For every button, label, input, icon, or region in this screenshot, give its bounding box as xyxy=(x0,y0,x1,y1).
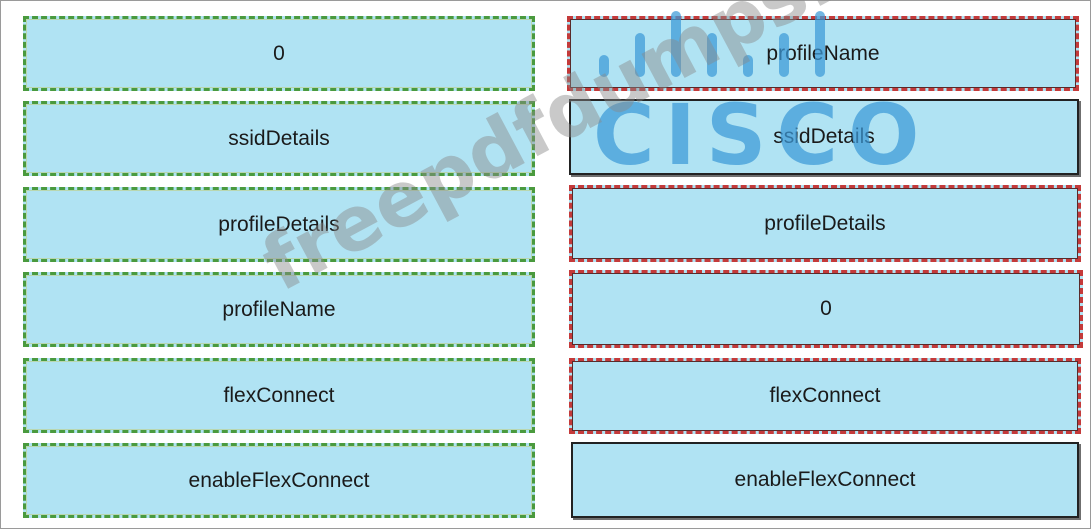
left-item-label: profileName xyxy=(222,297,336,321)
left-item-enableflexconnect[interactable]: enableFlexConnect xyxy=(23,443,535,518)
right-slot-label: ssidDetails xyxy=(773,125,875,148)
left-item-label: enableFlexConnect xyxy=(188,468,370,492)
left-item-profiledetails[interactable]: profileDetails xyxy=(23,187,535,262)
right-slot-6[interactable]: enableFlexConnect xyxy=(571,442,1079,518)
right-slot-1[interactable]: profileName xyxy=(567,16,1079,91)
right-slot-label: profileName xyxy=(766,41,880,65)
right-slot-5[interactable]: flexConnect xyxy=(569,358,1081,434)
left-item-ssiddetails[interactable]: ssidDetails xyxy=(23,101,535,176)
left-item-label: ssidDetails xyxy=(228,126,330,150)
left-item-label: flexConnect xyxy=(223,383,335,407)
left-item-0[interactable]: 0 xyxy=(23,16,535,91)
left-item-flexconnect[interactable]: flexConnect xyxy=(23,358,535,433)
right-slot-label: 0 xyxy=(820,297,832,320)
right-slot-4[interactable]: 0 xyxy=(569,270,1083,348)
left-item-profilename[interactable]: profileName xyxy=(23,272,535,347)
right-slot-3[interactable]: profileDetails xyxy=(569,185,1081,262)
right-slot-label: flexConnect xyxy=(769,384,881,407)
left-item-label: profileDetails xyxy=(218,212,340,236)
left-item-label: 0 xyxy=(273,41,285,65)
right-slot-2[interactable]: ssidDetails xyxy=(569,99,1079,175)
right-slot-label: enableFlexConnect xyxy=(734,468,916,491)
right-slot-label: profileDetails xyxy=(764,211,886,235)
